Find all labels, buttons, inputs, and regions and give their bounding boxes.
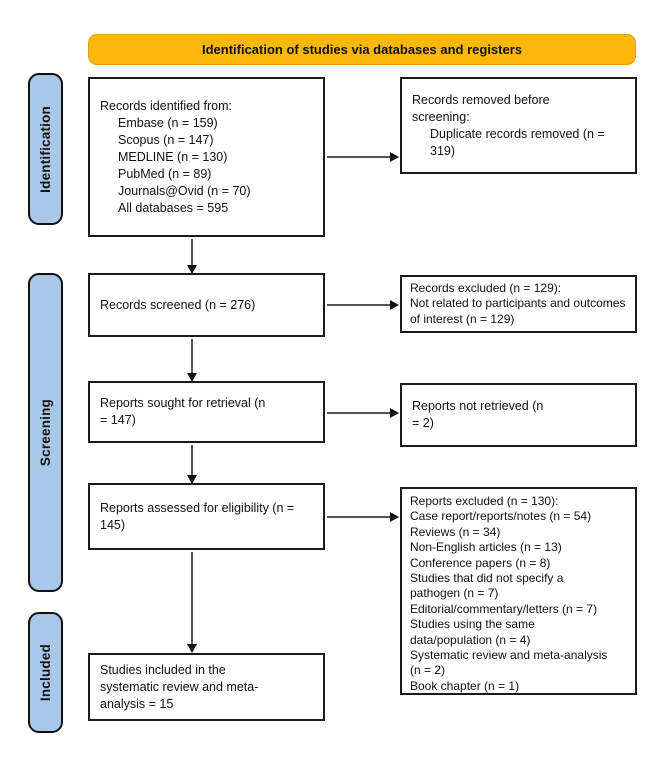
box-records-excluded: Records excluded (n = 129): Not related … bbox=[400, 275, 637, 333]
excluded-reason: Conference papers (n = 8) bbox=[410, 555, 551, 570]
stage-band-identification: Identification bbox=[28, 73, 63, 225]
db-item: PubMed (n = 89) bbox=[118, 166, 212, 181]
db-item: Scopus (n = 147) bbox=[118, 132, 214, 147]
box-reports-not-retrieved-text: Reports not retrieved (n = 2) bbox=[412, 399, 544, 430]
arrow-line-assessed-to-included bbox=[191, 552, 193, 645]
box-studies-included-text: Studies included in the systematic revie… bbox=[100, 662, 259, 711]
box-records-removed-heading: Records removed before screening: bbox=[412, 92, 550, 124]
arrowhead-down-icon bbox=[186, 265, 197, 274]
db-item: Journals@Ovid (n = 70) bbox=[118, 183, 251, 198]
arrow-line-sought-to-notretrieved bbox=[327, 412, 391, 414]
box-reports-assessed-text: Reports assessed for eligibility (n = 14… bbox=[100, 500, 295, 532]
arrowhead-right-icon bbox=[390, 299, 399, 310]
stage-band-screening: Screening bbox=[28, 273, 63, 592]
excluded-reason: Studies using the same data/population (… bbox=[410, 617, 535, 647]
excluded-reason: Book chapter (n = 1) bbox=[410, 678, 520, 693]
box-reports-sought-text: Reports sought for retrieval (n = 147) bbox=[100, 396, 266, 427]
arrowhead-down-icon bbox=[186, 644, 197, 653]
box-records-removed: Records removed before screening: Duplic… bbox=[400, 77, 637, 174]
box-studies-included: Studies included in the systematic revie… bbox=[88, 653, 325, 721]
excluded-reason: Editorial/commentary/letters (n = 7) bbox=[410, 601, 598, 616]
db-item: MEDLINE (n = 130) bbox=[118, 149, 228, 164]
box-records-identified-heading: Records identified from: bbox=[100, 98, 233, 113]
excluded-reason: Not related to participants and outcomes… bbox=[410, 296, 626, 326]
excluded-reason: Reviews (n = 34) bbox=[410, 524, 501, 539]
arrow-line-identified-to-removed bbox=[327, 156, 391, 158]
removed-item: Duplicate records removed (n = 319) bbox=[430, 126, 605, 158]
arrow-line-screened-to-sought bbox=[191, 339, 193, 374]
excluded-reason: Systematic review and meta-analysis (n =… bbox=[410, 648, 608, 678]
box-reports-not-retrieved: Reports not retrieved (n = 2) bbox=[400, 383, 637, 447]
stage-band-included: Included bbox=[28, 612, 63, 733]
excluded-reason: Case report/reports/notes (n = 54) bbox=[410, 509, 592, 524]
excluded-reason: Non-English articles (n = 13) bbox=[410, 540, 562, 555]
stage-label-included: Included bbox=[38, 643, 53, 702]
banner-title: Identification of studies via databases … bbox=[201, 42, 523, 57]
banner-databases-registers: Identification of studies via databases … bbox=[88, 34, 636, 65]
box-records-excluded-heading: Records excluded (n = 129): bbox=[410, 280, 562, 295]
box-records-identified: Records identified from: Embase (n = 159… bbox=[88, 77, 325, 237]
stage-label-screening: Screening bbox=[38, 398, 53, 467]
excluded-reason: Studies that did not specify a pathogen … bbox=[410, 571, 564, 601]
arrowhead-right-icon bbox=[390, 151, 399, 162]
arrowhead-down-icon bbox=[186, 373, 197, 382]
box-records-screened: Records screened (n = 276) bbox=[88, 273, 325, 337]
db-item: All databases = 595 bbox=[118, 200, 229, 215]
db-item: Embase (n = 159) bbox=[118, 115, 218, 130]
box-reports-assessed: Reports assessed for eligibility (n = 14… bbox=[88, 483, 325, 550]
box-reports-excluded-heading: Reports excluded (n = 130): bbox=[410, 494, 559, 508]
box-reports-sought: Reports sought for retrieval (n = 147) bbox=[88, 381, 325, 443]
arrow-line-screened-to-excluded bbox=[327, 304, 391, 306]
arrowhead-down-icon bbox=[186, 475, 197, 484]
stage-label-identification: Identification bbox=[38, 105, 53, 193]
arrowhead-right-icon bbox=[390, 511, 399, 522]
arrowhead-right-icon bbox=[390, 407, 399, 418]
box-records-screened-text: Records screened (n = 276) bbox=[100, 297, 256, 312]
arrow-line-identified-to-screened bbox=[191, 239, 193, 266]
arrow-line-sought-to-assessed bbox=[191, 445, 193, 476]
arrow-line-assessed-to-reportsexcluded bbox=[327, 516, 391, 518]
box-reports-excluded: Reports excluded (n = 130): Case report/… bbox=[400, 487, 637, 695]
